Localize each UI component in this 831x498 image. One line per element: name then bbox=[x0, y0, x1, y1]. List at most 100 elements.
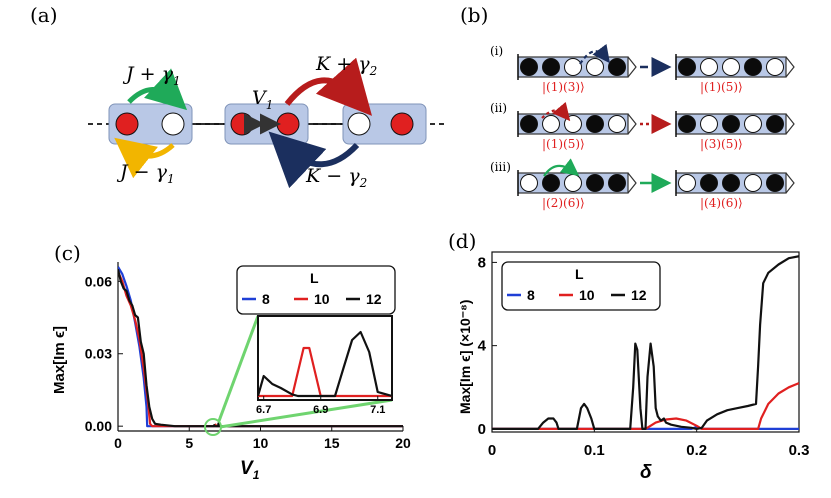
panel-c-label: (c) bbox=[54, 241, 81, 265]
filled-site bbox=[542, 58, 560, 76]
series-line-L12 bbox=[492, 255, 799, 430]
j-minus-gamma-label: J − γ1 bbox=[116, 161, 175, 186]
x-tick-label: 0.3 bbox=[789, 442, 810, 459]
filled-site bbox=[722, 174, 740, 192]
y-axis-label: Max[Im ϵ] bbox=[51, 326, 68, 394]
inset-x-tick-label: 6.9 bbox=[313, 404, 328, 416]
empty-site bbox=[700, 115, 718, 133]
series-line-L12 bbox=[118, 268, 403, 428]
hop-arrow bbox=[541, 101, 571, 122]
filled-site bbox=[586, 115, 604, 133]
x-tick-label: 20 bbox=[395, 435, 411, 451]
filled-site bbox=[586, 174, 604, 192]
occupied-site bbox=[115, 112, 139, 136]
legend-label-L8: 8 bbox=[527, 287, 535, 303]
row-tag: (iii) bbox=[490, 160, 511, 174]
legend-title: L bbox=[310, 270, 319, 286]
left-state-label: |(1)(5)⟩ bbox=[542, 137, 585, 151]
hop-right-arrow bbox=[127, 68, 188, 111]
right-state-label: |(4)(6)⟩ bbox=[700, 196, 743, 210]
y-tick-label: 0 bbox=[478, 421, 486, 438]
series-lines bbox=[118, 266, 403, 428]
legend-title: L bbox=[575, 266, 584, 282]
filled-site bbox=[608, 174, 626, 192]
plot-frame bbox=[491, 251, 800, 433]
empty-site bbox=[744, 174, 762, 192]
series-line-L12 bbox=[258, 330, 392, 398]
right-chain-end bbox=[785, 172, 795, 194]
legend bbox=[236, 265, 396, 315]
legend bbox=[501, 261, 661, 311]
empty-site bbox=[520, 174, 538, 192]
x-tick-label: 0.1 bbox=[584, 442, 605, 459]
x-tick-label: 0.2 bbox=[686, 442, 707, 459]
panel-a: (a) J + γ1 J − γ1 V1 K + γ2 K − γ2 bbox=[30, 3, 446, 190]
empty-site bbox=[347, 112, 371, 136]
empty-site bbox=[722, 58, 740, 76]
inset-x-tick-label: 7.1 bbox=[370, 404, 385, 416]
v1-label: V1 bbox=[252, 87, 273, 112]
x-tick-label: 15 bbox=[324, 435, 340, 451]
right-state-label: |(1)(5)⟩ bbox=[700, 80, 743, 94]
legend-label-L8: 8 bbox=[262, 291, 270, 307]
legend-label-L12: 12 bbox=[366, 291, 382, 307]
left-chain-end bbox=[627, 113, 637, 135]
inset-x-tick-label: 6.7 bbox=[256, 404, 271, 416]
left-chain-end bbox=[627, 172, 637, 194]
filled-site bbox=[608, 58, 626, 76]
filled-site bbox=[678, 58, 696, 76]
occupied-site bbox=[390, 112, 414, 136]
empty-site bbox=[564, 174, 582, 192]
k-minus-gamma-label: K − γ2 bbox=[305, 165, 367, 190]
occupied-site bbox=[276, 112, 300, 136]
filled-site bbox=[722, 115, 740, 133]
inset-tick-labels: 6.7 6.9 7.1 bbox=[256, 396, 385, 416]
inset-series bbox=[258, 330, 392, 398]
filled-site bbox=[766, 174, 784, 192]
empty-site bbox=[744, 115, 762, 133]
x-tick-label: 5 bbox=[185, 435, 193, 451]
filled-site bbox=[520, 58, 538, 76]
panel-b: (b) (i)|(1)(3)⟩|(1)(5)⟩(ii)|(1)(5)⟩|(3)(… bbox=[460, 3, 795, 210]
panel-b-label: (b) bbox=[460, 3, 488, 27]
filled-site bbox=[520, 115, 538, 133]
x-axis-label: V1 bbox=[240, 458, 260, 482]
empty-site bbox=[766, 58, 784, 76]
filled-site bbox=[678, 115, 696, 133]
y-axis-label: Max[Im ϵ] (×10⁻⁸) bbox=[457, 300, 473, 414]
legend-entries: 8 10 12 bbox=[507, 287, 647, 303]
right-state-label: |(3)(5)⟩ bbox=[700, 137, 743, 151]
left-state-label: |(2)(6)⟩ bbox=[542, 196, 585, 210]
row-tag: (ii) bbox=[490, 101, 507, 115]
right-chain-end bbox=[785, 113, 795, 135]
y-tick-label: 8 bbox=[478, 254, 486, 271]
k-hop-left-arrow bbox=[268, 131, 360, 189]
left-chain-end bbox=[627, 56, 637, 78]
series-line-L10 bbox=[258, 346, 392, 398]
y-tick-label: 0.00 bbox=[85, 418, 112, 434]
filled-site bbox=[744, 58, 762, 76]
row-tag: (i) bbox=[490, 44, 503, 58]
zoom-line-top bbox=[217, 315, 260, 422]
filled-site bbox=[542, 174, 560, 192]
hop-arrow bbox=[543, 158, 580, 177]
empty-site bbox=[700, 58, 718, 76]
zoom-line-bottom bbox=[219, 398, 393, 429]
legend-label-L12: 12 bbox=[631, 287, 647, 303]
hop-arrow bbox=[579, 43, 610, 65]
panel-a-label: (a) bbox=[30, 3, 58, 27]
empty-site bbox=[564, 115, 582, 133]
empty-site bbox=[542, 115, 560, 133]
k-plus-gamma-label: K + γ2 bbox=[315, 53, 377, 78]
legend-label-L10: 10 bbox=[579, 287, 595, 303]
series-lines bbox=[492, 255, 799, 430]
k-hop-right-arrow bbox=[284, 57, 373, 116]
filled-site bbox=[766, 115, 784, 133]
occupied-site bbox=[230, 112, 254, 136]
j-plus-gamma-label: J + γ1 bbox=[122, 63, 181, 88]
